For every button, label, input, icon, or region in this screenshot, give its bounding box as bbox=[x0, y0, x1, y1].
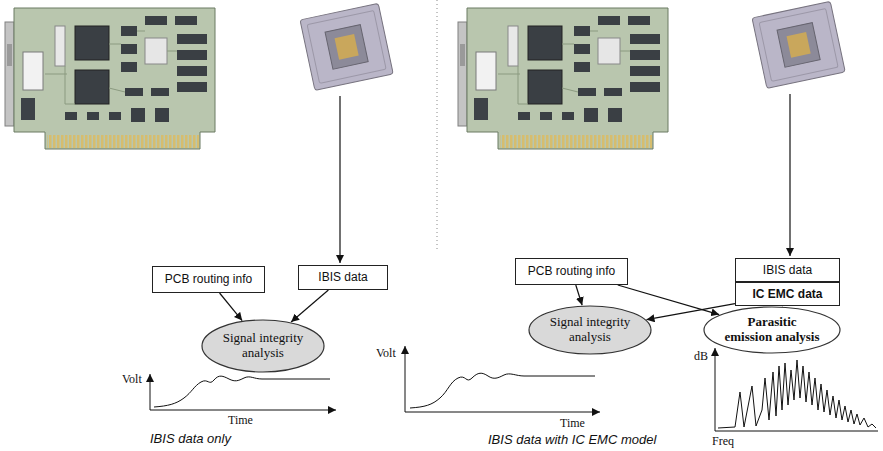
box-text: IBIS data bbox=[763, 263, 812, 277]
chip-arrow bbox=[789, 94, 790, 256]
axis-label: Freq bbox=[712, 434, 734, 449]
pcb-card bbox=[458, 8, 668, 149]
graph-axis bbox=[715, 348, 716, 431]
flow-arrow bbox=[291, 290, 328, 322]
panel-divider bbox=[437, 0, 438, 250]
graph-axis bbox=[715, 431, 878, 432]
box-text: PCB routing info bbox=[165, 272, 252, 286]
graph-axis bbox=[150, 374, 151, 410]
analysis-ellipse: Signal integrity analysis bbox=[528, 305, 652, 355]
graph-axis bbox=[150, 410, 336, 411]
ibis-data-box: IBIS data bbox=[735, 258, 840, 282]
routing-info-box: PCB routing info bbox=[515, 258, 628, 285]
box-text: PCB routing info bbox=[528, 264, 615, 278]
box-text: IC EMC data bbox=[752, 287, 822, 301]
analysis-text: Signal integrity analysis bbox=[547, 315, 633, 345]
graph-axis bbox=[405, 346, 406, 412]
graph-axis bbox=[405, 412, 600, 413]
analysis-ellipse: Signal integrity analysis bbox=[201, 319, 325, 373]
ellipse-outline bbox=[202, 320, 324, 372]
panel-caption: IBIS data only bbox=[150, 431, 231, 446]
flow-arrow bbox=[618, 285, 719, 315]
analysis-text: Parasitic emission analysis bbox=[724, 315, 820, 345]
axis-label: Volt bbox=[122, 372, 142, 387]
axis-label: dB bbox=[694, 349, 708, 364]
ellipse-outline bbox=[704, 307, 840, 353]
ellipse-outline bbox=[529, 306, 651, 354]
emc-data-box: IC EMC data bbox=[735, 282, 840, 306]
pcb-card bbox=[5, 8, 215, 149]
voltage-curve bbox=[410, 373, 595, 408]
analysis-text: Signal integrity analysis bbox=[220, 331, 306, 361]
flow-arrow bbox=[220, 293, 243, 321]
emission-spectrum bbox=[718, 360, 876, 428]
cpu-chip bbox=[752, 1, 845, 88]
ibis-data-box: IBIS data bbox=[298, 265, 388, 290]
axis-label: Time bbox=[560, 416, 585, 431]
voltage-curve bbox=[154, 376, 330, 407]
cpu-chip bbox=[300, 3, 393, 90]
routing-info-box: PCB routing info bbox=[152, 266, 265, 293]
box-text: IBIS data bbox=[318, 270, 367, 284]
flow-arrow bbox=[576, 285, 582, 305]
analysis-ellipse: Parasitic emission analysis bbox=[703, 306, 841, 354]
axis-label: Time bbox=[228, 413, 253, 428]
cpu-chip bbox=[300, 3, 393, 90]
panel-caption: IBIS data with IC EMC model bbox=[488, 432, 656, 447]
chip-arrow bbox=[339, 96, 340, 263]
axis-label: Volt bbox=[376, 346, 396, 361]
cpu-chip bbox=[752, 1, 845, 88]
